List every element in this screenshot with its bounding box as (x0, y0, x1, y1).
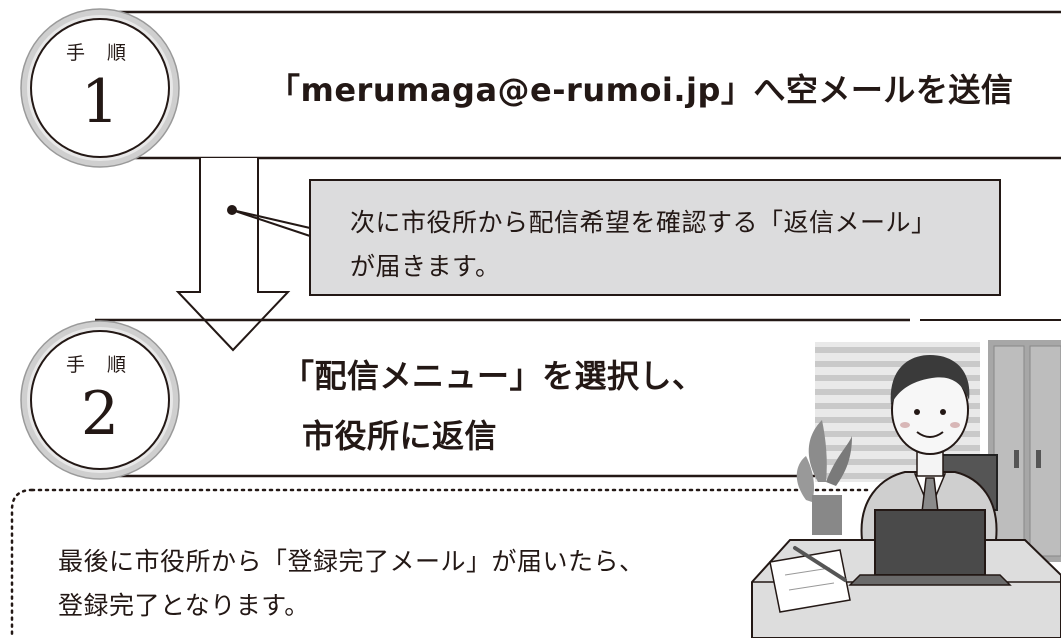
step1-number: 1 (80, 67, 120, 137)
callout-line-2: が届きます。 (350, 252, 501, 281)
callout-pointer-dot (227, 205, 237, 215)
final-note-line-2: 登録完了となります。 (58, 591, 310, 620)
step2-title-line-2: 市役所に返信 (302, 417, 498, 455)
office-worker-illustration (751, 340, 1061, 638)
callout-box (309, 179, 1001, 296)
flow-arrow (175, 158, 291, 352)
step2-number: 2 (80, 379, 120, 449)
final-note-line-1: 最後に市役所から「登録完了メール」が届いたら、 (58, 547, 645, 576)
callout-pointer-line-2 (231, 209, 311, 237)
step2-label: 手 順 (65, 354, 135, 376)
step1-badge (20, 8, 180, 168)
step2-title-line-1: 「配信メニュー」を選択し、 (282, 357, 705, 395)
callout-frame (258, 157, 1061, 321)
callout-line-1: 次に市役所から配信希望を確認する「返信メール」 (350, 208, 937, 237)
step1-label: 手 順 (65, 42, 135, 64)
final-note-frame (10, 488, 34, 638)
callout-pointer-line (231, 209, 311, 229)
step2-badge (20, 320, 180, 480)
step1-title: 「merumaga@e-rumoi.jp」へ空メールを送信 (268, 71, 1014, 109)
